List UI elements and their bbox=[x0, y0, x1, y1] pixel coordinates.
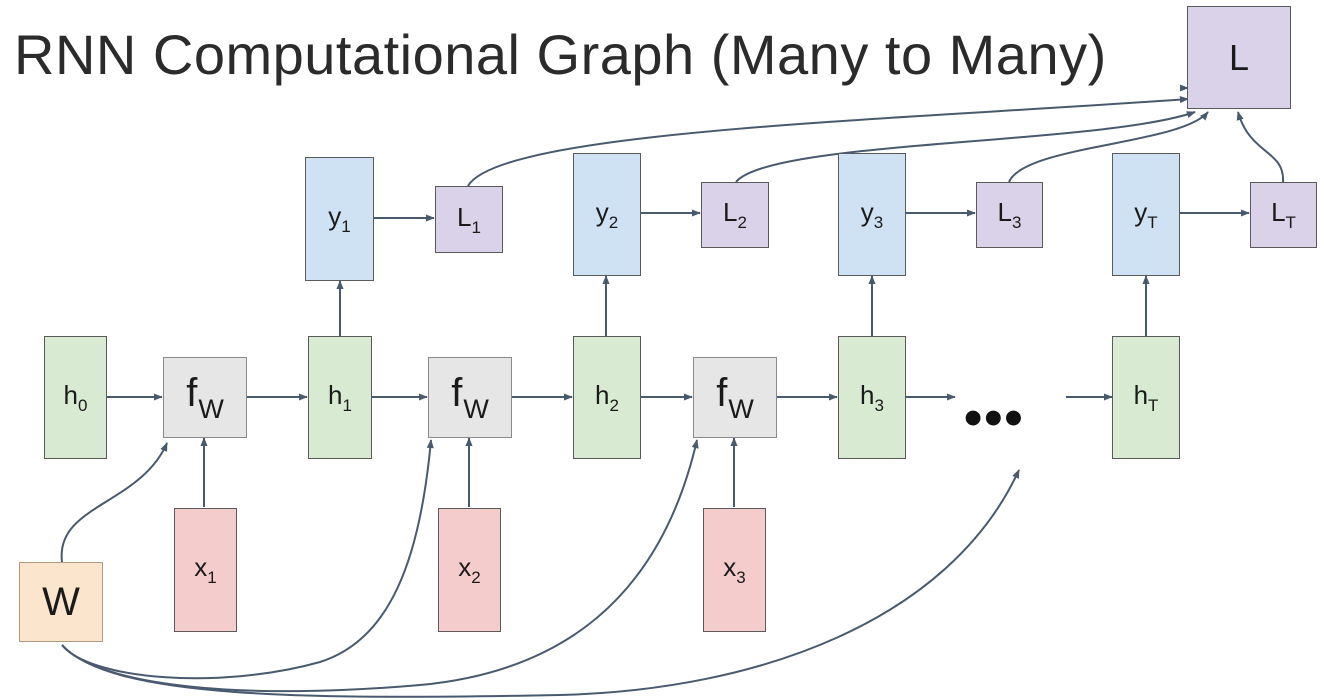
function-fw-2: fW bbox=[428, 357, 512, 438]
fw2-label: fW bbox=[451, 370, 489, 424]
hidden-state-h3: h3 bbox=[838, 336, 906, 459]
input-x1: x1 bbox=[174, 508, 237, 632]
L1-label: L1 bbox=[457, 201, 481, 237]
function-fw-3: fW bbox=[693, 357, 777, 438]
x2-label: x2 bbox=[458, 552, 481, 587]
y2-label: y2 bbox=[595, 196, 619, 232]
h2-label: h2 bbox=[595, 379, 619, 415]
fw3-label: fW bbox=[716, 370, 754, 424]
y3-label: y3 bbox=[860, 196, 884, 232]
W-label: W bbox=[42, 580, 80, 624]
loss-L1: L1 bbox=[435, 186, 503, 253]
weights-W: W bbox=[19, 562, 103, 642]
input-x2: x2 bbox=[438, 508, 501, 632]
hidden-state-h1: h1 bbox=[308, 336, 372, 459]
output-y2: y2 bbox=[573, 153, 641, 276]
input-x3: x3 bbox=[703, 508, 766, 632]
loss-L2: L2 bbox=[701, 182, 769, 248]
h0-label: h0 bbox=[63, 379, 88, 415]
arrow-L1-L bbox=[467, 95, 1189, 187]
hT-label: hT bbox=[1133, 379, 1159, 415]
arrow-L3-L bbox=[1008, 111, 1209, 183]
x1-label: x1 bbox=[194, 552, 217, 587]
output-y3: y3 bbox=[838, 153, 906, 276]
loss-LT: LT bbox=[1250, 182, 1317, 248]
ellipsis: ••• bbox=[964, 389, 1025, 447]
L-label: L bbox=[1228, 36, 1250, 78]
LT-label: LT bbox=[1271, 197, 1296, 232]
output-yT: yT bbox=[1112, 153, 1180, 276]
page-title: RNN Computational Graph (Many to Many) bbox=[14, 23, 1107, 86]
output-y1: y1 bbox=[305, 157, 374, 281]
arrow-W-fw1 bbox=[60, 442, 168, 563]
h3-label: h3 bbox=[860, 379, 884, 415]
h1-label: h1 bbox=[328, 379, 352, 415]
hidden-state-h2: h2 bbox=[573, 336, 641, 459]
y1-label: y1 bbox=[328, 201, 351, 236]
total-loss-L: L bbox=[1187, 6, 1291, 109]
yT-label: yT bbox=[1134, 196, 1158, 232]
x3-label: x3 bbox=[723, 552, 746, 587]
arrow-W-ellipsis bbox=[61, 469, 1020, 698]
loss-L3: L3 bbox=[976, 182, 1043, 248]
arrow-L2-L bbox=[735, 111, 1196, 183]
hidden-state-h0: h0 bbox=[44, 336, 107, 459]
function-fw-1: fW bbox=[163, 357, 247, 438]
arrow-W-fw3 bbox=[61, 439, 699, 693]
arrow-W-fw2 bbox=[61, 439, 434, 680]
arrow-LT-L bbox=[1236, 111, 1285, 183]
hidden-state-hT: hT bbox=[1112, 336, 1180, 459]
L3-label: L3 bbox=[997, 197, 1022, 232]
L2-label: L2 bbox=[723, 197, 747, 232]
fw1-label: fW bbox=[186, 370, 224, 424]
